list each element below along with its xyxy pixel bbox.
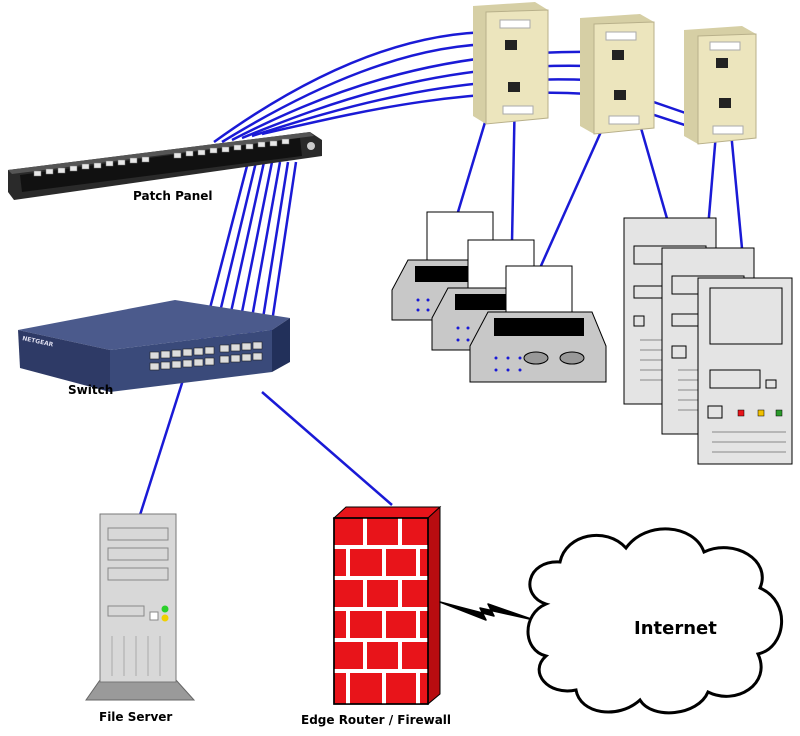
wall-jack-icon: [684, 26, 757, 145]
wall-jack-icon: [473, 2, 549, 125]
firewall-label: Edge Router / Firewall: [301, 713, 451, 727]
lightning-link-icon: [439, 601, 535, 621]
cable-panel-plate-5: [251, 78, 701, 138]
cloud-icon: [526, 527, 784, 715]
desktop-tower-icon: [697, 277, 793, 465]
file-server-label: File Server: [99, 710, 172, 724]
printer-icon: [469, 265, 607, 383]
file-server-icon: [85, 513, 196, 701]
wall-jack-icon: [580, 14, 655, 135]
cable-panel-plate-1: [213, 30, 501, 144]
switch-label: Switch: [68, 383, 113, 397]
cable-switch-fileserver: [138, 379, 185, 516]
cables: [138, 30, 747, 516]
network-switch-icon: NETGEAR: [18, 300, 290, 392]
cable-panel-plate-4: [241, 64, 613, 140]
cable-panel-plate-2: [221, 42, 506, 144]
internet-label: Internet: [634, 618, 717, 639]
cable-panel-plate-6: [261, 91, 701, 136]
cable-switch-firewall: [261, 391, 393, 506]
patch-panel-label: Patch Panel: [133, 189, 213, 203]
patch-panel-icon: [8, 132, 322, 200]
firewall-icon: [332, 505, 442, 706]
